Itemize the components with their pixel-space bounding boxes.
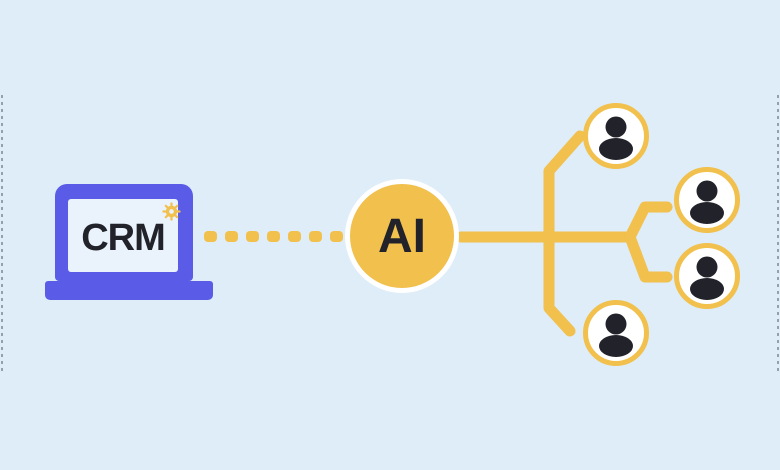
- laptop-screen: CRM: [68, 199, 181, 272]
- laptop: CRM: [55, 184, 193, 281]
- ai-node: AI: [345, 179, 459, 293]
- crm-label: CRM: [81, 217, 166, 259]
- right-dashed-border: [777, 95, 779, 373]
- laptop-base: [45, 281, 213, 300]
- user-icon: [599, 313, 633, 357]
- user-node: [674, 243, 740, 309]
- gear-icon: [162, 202, 181, 221]
- user-node: [583, 300, 649, 366]
- upper-fork-line: [624, 201, 673, 243]
- user-node: [583, 103, 649, 169]
- user-node: [674, 167, 740, 233]
- user-icon: [690, 180, 724, 224]
- user-icon: [690, 256, 724, 300]
- ai-label: AI: [378, 209, 426, 263]
- lower-fork-line: [624, 231, 673, 283]
- dashed-connector: [204, 231, 343, 242]
- trunk-line: [543, 130, 586, 337]
- left-dashed-border: [1, 95, 3, 373]
- user-icon: [599, 116, 633, 160]
